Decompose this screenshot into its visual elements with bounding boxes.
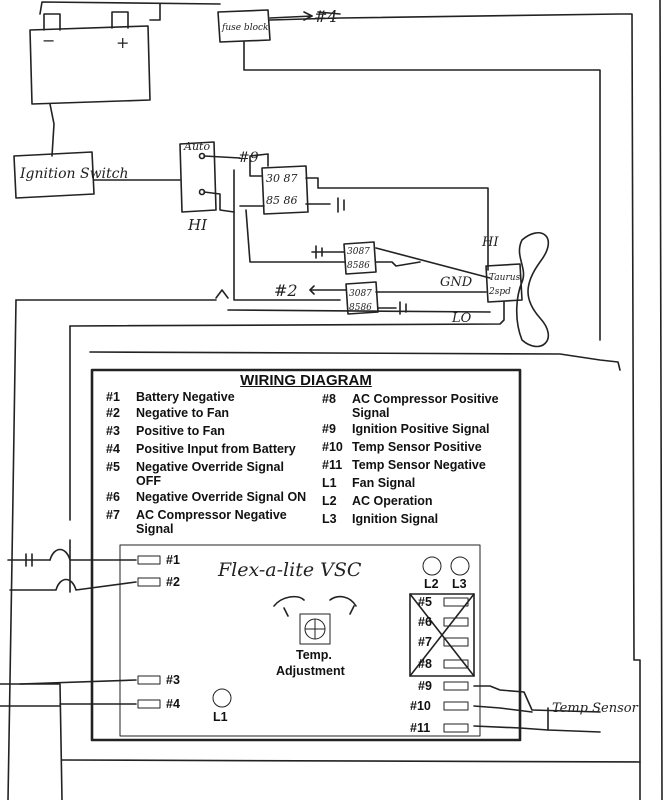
legend-desc: Temp Sensor Positive xyxy=(352,440,482,454)
ignition-switch-label: Ignition Switch xyxy=(19,166,129,182)
fan-motor-label-1: Taurus xyxy=(489,273,521,283)
legend-desc: Negative to Fan xyxy=(136,406,230,420)
lamp-l2-label: L2 xyxy=(424,577,439,591)
relay-middle-pins-lower: 8586 xyxy=(347,261,370,271)
legend-desc: Negative Override Signal ON xyxy=(136,490,307,504)
legend-code: #3 xyxy=(106,424,120,438)
relay-top xyxy=(261,165,309,215)
fan-motor-label-2: 2spd xyxy=(488,287,511,297)
wire-4-label: #4 xyxy=(314,7,338,26)
legend-code: #2 xyxy=(106,406,120,420)
battery xyxy=(29,25,151,105)
legend-desc: Ignition Signal xyxy=(352,512,439,526)
legend-item: L1 Fan Signal xyxy=(322,476,415,490)
legend-code: #1 xyxy=(106,390,120,404)
fan-blade xyxy=(515,232,550,348)
legend-item: #7 AC Compressor Negative Signal xyxy=(106,508,316,536)
legend-code: L3 xyxy=(322,512,337,526)
lamp-l3-label: L3 xyxy=(452,577,467,591)
legend-desc: Negative Override Signal OFF xyxy=(136,460,284,488)
legend-item: #11 Temp Sensor Negative xyxy=(322,458,486,472)
legend-code: #11 xyxy=(322,458,343,472)
legend-desc: Ignition Positive Signal xyxy=(352,422,490,436)
legend-desc: Temp Sensor Negative xyxy=(352,458,486,472)
ignition-switch-box xyxy=(13,151,95,199)
pin-10-label: #10 xyxy=(410,699,431,713)
legend-item: #6 Negative Override Signal ON xyxy=(106,490,306,504)
pin-3-label: #3 xyxy=(166,673,180,687)
legend-desc: Fan Signal xyxy=(352,476,416,490)
battery-positive-sign: + xyxy=(116,33,129,52)
pin-7-label: #7 xyxy=(418,635,432,649)
pin-2-label: #2 xyxy=(166,575,180,589)
fan-motor-box xyxy=(485,263,523,303)
hi-auto-switch xyxy=(179,141,217,213)
legend-item: #10 Temp Sensor Positive xyxy=(322,440,482,454)
legend-item: #4 Positive Input from Battery xyxy=(106,442,296,456)
wire-2-label: #2 xyxy=(274,281,298,300)
pin-6-label: #6 xyxy=(418,615,432,629)
legend-code: #5 xyxy=(106,460,120,474)
relay-top-pins-upper: 30 87 xyxy=(266,172,298,185)
legend-item: #3 Positive to Fan xyxy=(106,424,225,438)
temp-adjust-label-2: Adjustment xyxy=(276,664,345,678)
switch-hi-label: HI xyxy=(187,216,208,234)
temp-adjust-label-1: Temp. xyxy=(296,648,332,662)
battery-negative-sign: − xyxy=(42,31,55,50)
fan-hi-label: HI xyxy=(481,235,499,250)
legend-code: L2 xyxy=(322,494,337,508)
relay-bottom xyxy=(345,281,379,315)
relay-middle xyxy=(343,241,377,275)
pin-9-label: #9 xyxy=(418,679,432,693)
pin-5-label: #5 xyxy=(418,595,432,609)
legend-code: #9 xyxy=(322,422,336,436)
wire-9-label: #9 xyxy=(238,150,259,166)
legend-item: #8 AC Compressor Positive Signal xyxy=(322,392,512,420)
legend-desc: AC Compressor Positive Signal xyxy=(352,392,499,420)
legend-desc: Battery Negative xyxy=(136,390,235,404)
legend-code: #10 xyxy=(322,440,343,454)
legend-desc: AC Operation xyxy=(352,494,433,508)
legend-item: #2 Negative to Fan xyxy=(106,406,229,420)
legend-code: L1 xyxy=(322,476,337,490)
legend-code: #7 xyxy=(106,508,120,522)
pin-4-label: #4 xyxy=(166,697,180,711)
vsc-brand: Flex-a-lite VSC xyxy=(217,559,362,581)
legend-desc: Positive Input from Battery xyxy=(136,442,296,456)
relay-middle-pins-upper: 3087 xyxy=(347,247,370,257)
legend-item: #1 Battery Negative xyxy=(106,390,235,404)
relay-bottom-pins-upper: 3087 xyxy=(349,289,372,299)
legend-code: #8 xyxy=(322,392,336,406)
fuse-block-label: fuse block xyxy=(221,23,269,33)
legend-code: #6 xyxy=(106,490,120,504)
pin-8-label: #8 xyxy=(418,657,432,671)
legend-item: L2 AC Operation xyxy=(322,494,433,508)
relay-bottom-pins-lower: 8586 xyxy=(349,303,372,313)
fan-lo-label: LO xyxy=(451,311,472,326)
vsc-board-outline xyxy=(119,544,481,737)
relay-top-pins-lower: 85 86 xyxy=(266,194,298,207)
temp-sensor-label: Temp Sensor xyxy=(552,701,639,716)
lamp-l1-label: L1 xyxy=(213,710,228,724)
legend-code: #4 xyxy=(106,442,120,456)
legend-item: #5 Negative Override Signal OFF xyxy=(106,460,306,488)
pin-1-label: #1 xyxy=(166,553,180,567)
fuse-block-box xyxy=(217,9,271,43)
legend-desc: AC Compressor Negative Signal xyxy=(136,508,287,536)
auto-label: Auto xyxy=(183,140,210,153)
gnd-label: GND xyxy=(440,275,473,290)
pin-11-label: #11 xyxy=(410,721,431,735)
legend-item: L3 Ignition Signal xyxy=(322,512,438,526)
legend-title: WIRING DIAGRAM xyxy=(240,372,372,389)
legend-item: #9 Ignition Positive Signal xyxy=(322,422,490,436)
legend-frame xyxy=(90,368,522,742)
legend-desc: Positive to Fan xyxy=(136,424,225,438)
